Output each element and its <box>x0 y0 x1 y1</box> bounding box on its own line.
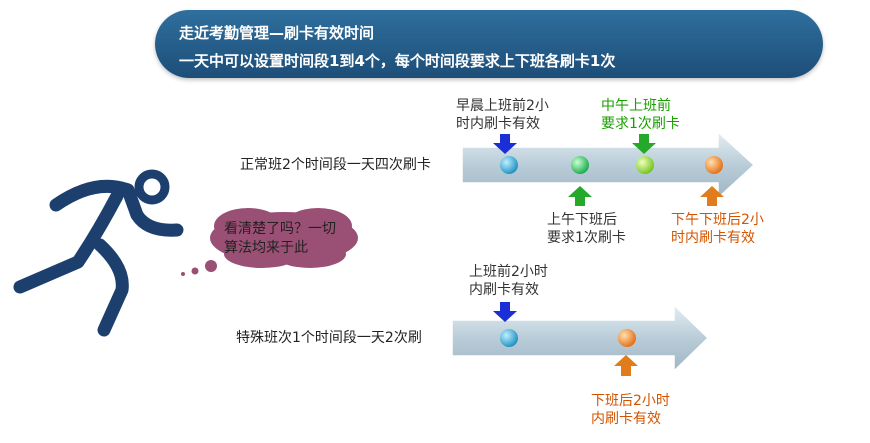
title-banner: 走近考勤管理—刷卡有效时间 一天中可以设置时间段1到4个，每个时间段要求上下班各… <box>155 10 823 78</box>
special-in-dot <box>500 329 518 347</box>
special-in-line-1: 上班前2小时 <box>469 264 548 280</box>
banner-title: 走近考勤管理—刷卡有效时间 <box>179 24 375 42</box>
morning-in-arrow <box>493 134 517 154</box>
noon-out-arrow <box>568 186 592 206</box>
normal-timeline-arrow <box>461 130 756 200</box>
special-shift-label: 特殊班次1个时间段一天2次刷 <box>236 330 422 346</box>
noon-out-dot <box>571 156 589 174</box>
morning-in-line-1: 早晨上班前2小 <box>456 98 549 114</box>
morning-in-line-2: 时内刷卡有效 <box>456 116 540 132</box>
banner-subtitle: 一天中可以设置时间段1到4个，每个时间段要求上下班各刷卡1次 <box>179 52 616 70</box>
noon-in-line-2: 要求1次刷卡 <box>601 116 680 132</box>
afternoon-out-line-1: 下午下班后2小 <box>671 212 764 228</box>
special-out-line-1: 下班后2小时 <box>591 393 670 409</box>
noon-in-arrow <box>632 134 656 154</box>
special-out-arrow <box>614 355 638 376</box>
special-in-line-2: 内刷卡有效 <box>469 282 539 298</box>
noon-out-line-1: 上午下班后 <box>547 212 617 228</box>
noon-out-caption: 上午下班后 要求1次刷卡 <box>547 211 626 247</box>
special-out-line-2: 内刷卡有效 <box>591 411 661 427</box>
normal-shift-label: 正常班2个时间段一天四次刷卡 <box>240 157 431 173</box>
noon-in-line-1: 中午上班前 <box>601 98 671 114</box>
speech-text: 看清楚了吗？一切 算法均来于此 <box>224 220 364 258</box>
speech-bubble <box>181 208 358 276</box>
afternoon-out-line-2: 时内刷卡有效 <box>671 230 755 246</box>
special-timeline-arrow <box>451 303 710 373</box>
morning-in-caption: 早晨上班前2小 时内刷卡有效 <box>456 97 549 133</box>
speech-line-1: 看清楚了吗？一切 <box>224 221 336 237</box>
runner-icon <box>13 169 184 337</box>
afternoon-out-caption: 下午下班后2小 时内刷卡有效 <box>671 211 764 247</box>
speech-line-2: 算法均来于此 <box>224 240 308 256</box>
noon-out-line-2: 要求1次刷卡 <box>547 230 626 246</box>
noon-in-dot <box>636 156 654 174</box>
morning-in-dot <box>500 156 518 174</box>
afternoon-out-dot <box>705 156 723 174</box>
special-in-arrow <box>493 302 517 322</box>
afternoon-out-arrow <box>700 186 724 206</box>
special-out-dot <box>618 329 636 347</box>
special-out-caption: 下班后2小时 内刷卡有效 <box>591 392 670 428</box>
special-in-caption: 上班前2小时 内刷卡有效 <box>469 263 548 299</box>
noon-in-caption: 中午上班前 要求1次刷卡 <box>601 97 680 133</box>
